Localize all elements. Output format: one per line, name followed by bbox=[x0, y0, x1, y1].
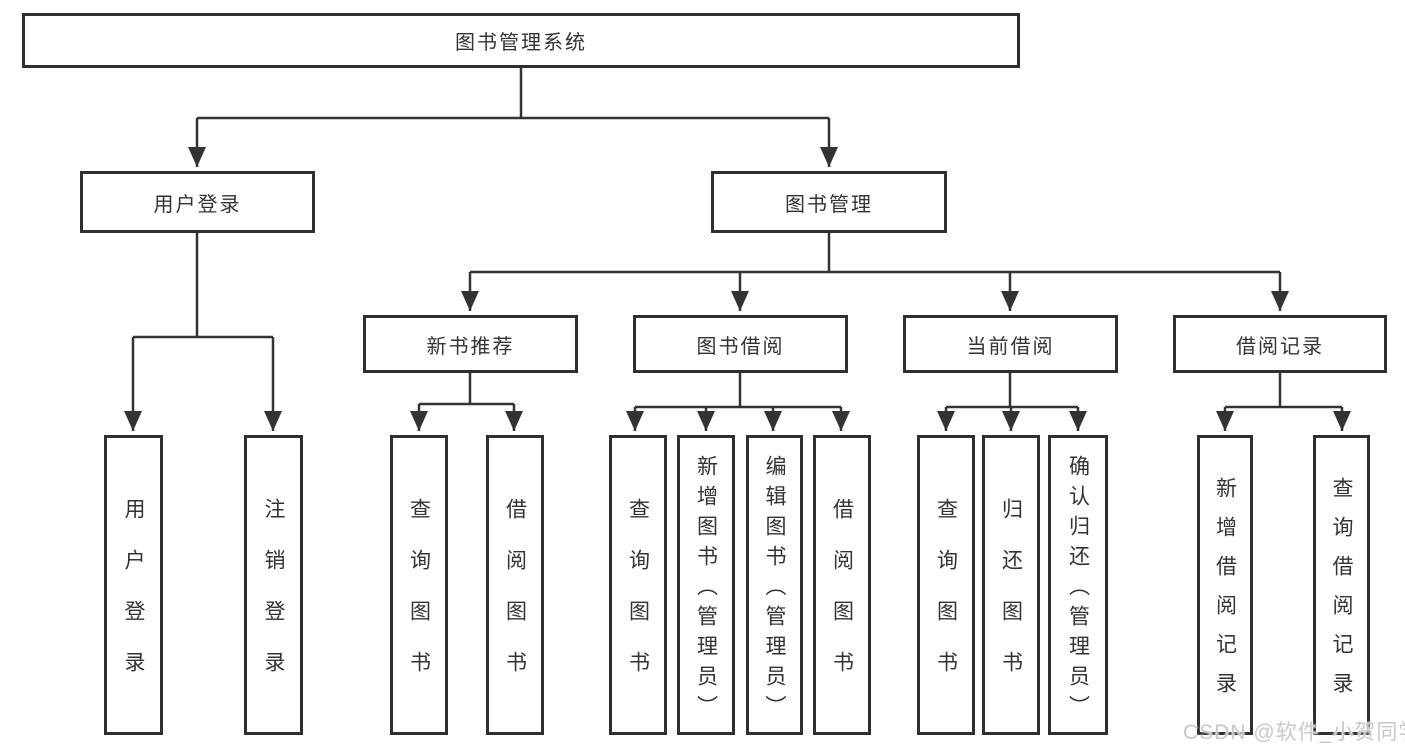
node-label: 新增借阅记录 bbox=[1213, 477, 1237, 711]
node-borrow-record: 借阅记录 bbox=[1173, 315, 1387, 373]
node-label: 借阅记录 bbox=[1236, 335, 1324, 358]
leaf-logout: 注销登录 bbox=[244, 435, 303, 735]
node-book-management: 图书管理 bbox=[711, 171, 947, 233]
leaf-add-books-admin: 新增图书（管理员） bbox=[677, 435, 735, 735]
leaf-query-books: 查询图书 bbox=[917, 435, 975, 735]
node-label: 图书管理 bbox=[785, 193, 873, 216]
node-label: 借阅图书 bbox=[503, 498, 527, 702]
node-label: 查询图书 bbox=[407, 498, 431, 702]
node-new-book-recommend: 新书推荐 bbox=[363, 315, 578, 373]
leaf-user-login: 用户登录 bbox=[104, 435, 163, 735]
node-label: 查询借阅记录 bbox=[1330, 477, 1353, 711]
leaf-return-books: 归还图书 bbox=[982, 435, 1040, 735]
node-user-login: 用户登录 bbox=[80, 171, 315, 233]
node-label: 归还图书 bbox=[999, 498, 1023, 702]
leaf-query-books: 查询图书 bbox=[609, 435, 667, 735]
leaf-query-books: 查询图书 bbox=[390, 435, 448, 735]
node-label: 用户登录 bbox=[122, 498, 145, 702]
node-label: 当前借阅 bbox=[966, 335, 1055, 358]
leaf-edit-books-admin: 编辑图书（管理员） bbox=[746, 435, 803, 735]
csdn-watermark: CSDN @软件_小贺同学 bbox=[1183, 721, 1405, 744]
leaf-confirm-return-admin: 确认归还（管理员） bbox=[1048, 435, 1108, 735]
node-label: 查询图书 bbox=[626, 498, 650, 702]
leaf-borrow-books: 借阅图书 bbox=[486, 435, 544, 735]
node-label: 查询图书 bbox=[934, 498, 958, 702]
leaf-borrow-books: 借阅图书 bbox=[813, 435, 871, 735]
node-label: 新增图书（管理员） bbox=[694, 454, 718, 725]
node-book-borrow: 图书借阅 bbox=[633, 315, 848, 373]
node-label: 用户登录 bbox=[153, 193, 242, 216]
node-label: 编辑图书（管理员） bbox=[763, 454, 786, 725]
leaf-add-borrow-record: 新增借阅记录 bbox=[1197, 435, 1253, 735]
node-library-system: 图书管理系统 bbox=[22, 13, 1020, 68]
node-label: 图书借阅 bbox=[696, 335, 785, 358]
node-label: 注销登录 bbox=[262, 498, 285, 702]
node-label: 新书推荐 bbox=[426, 335, 515, 358]
node-label: 借阅图书 bbox=[830, 498, 854, 702]
leaf-query-borrow-record: 查询借阅记录 bbox=[1313, 435, 1370, 735]
node-current-borrow: 当前借阅 bbox=[903, 315, 1118, 373]
node-label: 确认归还（管理员） bbox=[1066, 454, 1090, 725]
node-label: 图书管理系统 bbox=[455, 32, 587, 54]
